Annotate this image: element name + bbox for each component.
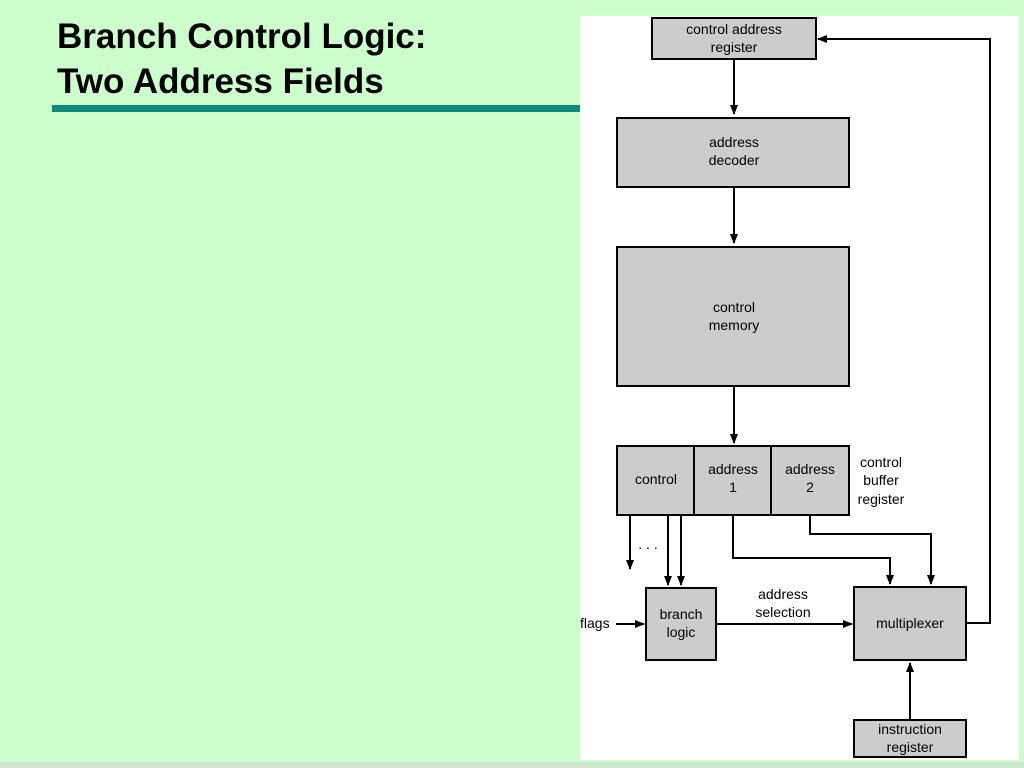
multiplexer-block: multiplexer: [853, 586, 967, 661]
control-buffer-register-block: control address 1 address 2: [616, 445, 850, 516]
arrow-mux-feedback-to-car: [817, 35, 991, 624]
control-field-label: control: [635, 471, 677, 487]
cbr-caption-line-2: buffer: [863, 472, 899, 488]
cbr-caption-line-1: control: [860, 454, 902, 470]
address-decoder-block: address decoder: [616, 117, 850, 188]
control-buffer-register-caption: control buffer register: [858, 454, 905, 507]
control-memory-label-1: control: [713, 299, 755, 315]
branch-control-diagram: control address register address decoder…: [580, 17, 991, 758]
address-2-label-1: address: [785, 461, 835, 477]
address-decoder-label-1: address: [709, 134, 759, 150]
address-1-field: [693, 445, 772, 516]
address-2-label-2: 2: [806, 479, 814, 495]
address-decoder-label-2: decoder: [709, 152, 760, 168]
control-field: [616, 445, 695, 516]
slide-title: Branch Control Logic: Two Address Fields: [57, 14, 426, 104]
control-address-register-block: control address register: [651, 17, 817, 60]
connection-wires: [616, 35, 991, 719]
slide-title-line-2: Two Address Fields: [57, 62, 384, 101]
slide-bottom-strip: [0, 762, 1024, 768]
cbr-caption-line-3: register: [858, 491, 905, 507]
instruction-register-label-1: instruction: [878, 721, 942, 737]
address-1-label-2: 1: [729, 479, 737, 495]
control-memory-label-2: memory: [709, 317, 760, 333]
instruction-register-label-2: register: [887, 739, 934, 755]
control-address-register-label-1: control address: [686, 21, 782, 37]
multiplexer-label: multiplexer: [876, 615, 944, 631]
address-1-label-1: address: [708, 461, 758, 477]
control-outputs-ellipsis: . . .: [638, 536, 657, 552]
instruction-register-block: instruction register: [853, 719, 967, 758]
arrow-address1-to-mux: [732, 515, 894, 585]
address-selection-line-2: selection: [755, 604, 810, 620]
flags-label: flags: [580, 615, 610, 631]
slide-title-line-1: Branch Control Logic:: [57, 17, 427, 56]
address-2-field: [770, 445, 850, 516]
branch-logic-block: branch logic: [645, 587, 717, 661]
control-address-register-label-2: register: [711, 39, 758, 55]
arrow-address2-to-mux: [809, 515, 935, 585]
address-selection-line-1: address: [758, 586, 808, 602]
branch-logic-label-1: branch: [660, 606, 703, 622]
branch-logic-label-2: logic: [667, 624, 696, 640]
diagram-panel: control address register address decoder…: [580, 16, 1019, 760]
address-selection-caption: address selection: [755, 586, 810, 620]
title-underline-rule: [52, 105, 582, 112]
control-memory-block: control memory: [616, 246, 850, 387]
